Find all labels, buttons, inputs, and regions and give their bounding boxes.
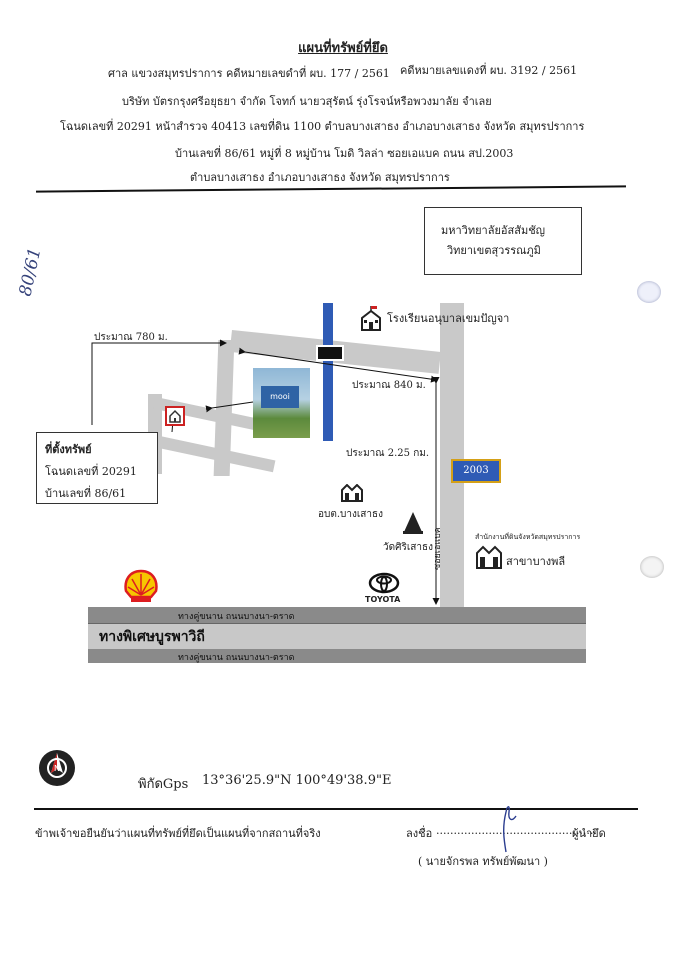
university-campus: วิทยาเขตสุวรรณภูมิ	[447, 244, 541, 257]
sao-building-icon	[341, 483, 363, 506]
university-box: มหาวิทยาลัยอัสสัมชัญ วิทยาเขตสุวรรณภูมิ	[424, 207, 582, 275]
school-icon	[360, 306, 382, 336]
certification-text: ข้าพเจ้าขอยืนยันว่าแผนที่ทรัพย์ที่ยึดเป็…	[35, 827, 321, 840]
signature-line: ........................................…	[436, 824, 597, 837]
property-info-box: ที่ตั้งทรัพย์ โฉนดเลขที่ 20291 บ้านเลขที…	[36, 432, 158, 504]
land-office-branch: สาขาบางพลี	[506, 555, 566, 568]
parties-line: บริษัท บัตรกรุงศรีอยุธยา จำกัด โจทก์ นาย…	[122, 95, 492, 108]
case-red-number: คดีหมายเลขแดงที่ ผบ. 3192 / 2561	[400, 64, 578, 77]
compass-icon: N	[38, 749, 76, 791]
svg-text:N: N	[54, 764, 60, 773]
gps-label: พิกัดGps	[138, 777, 189, 792]
property-deed: โฉนดเลขที่ 20291	[45, 465, 137, 478]
gps-coordinates: 13°36'25.9"N 100°49'38.9"E	[202, 773, 392, 788]
toyota-label: TOYOTA	[365, 595, 401, 604]
distance-840-label: ประมาณ 840 ม.	[352, 380, 426, 391]
school-label: โรงเรียนอนุบาลเขมปัญจา	[387, 312, 510, 325]
land-office-label: สำนักงานที่ดินจังหวัดสมุทรปราการ	[475, 533, 581, 541]
property-home-icon	[165, 406, 185, 426]
signer-name: ( นายจักรพล ทรัพย์พัฒนา )	[418, 855, 548, 868]
land-office-icon	[476, 545, 502, 573]
case-black-number: ศาล แขวงสมุทรปราการ คดีหมายเลขดำที่ ผบ. …	[108, 67, 390, 80]
expressway	[88, 623, 586, 650]
page-title: แผนที่ทรัพย์ที่ยึด	[298, 41, 388, 56]
punch-hole-top	[637, 281, 661, 303]
temple-label: วัดศิริเสาธง	[383, 542, 433, 553]
mooi-sign: mooi	[261, 386, 299, 408]
route-2003-badge: 2003	[451, 459, 501, 483]
service-road-bottom-label: ทางคู่ขนาน ถนนบางนา-ตราด	[178, 653, 295, 663]
temple-icon	[402, 512, 424, 538]
expressway-label: ทางพิเศษบูรพาวิถี	[99, 629, 205, 645]
signature-role: ผู้นำยึด	[572, 827, 606, 840]
shell-logo-icon	[123, 569, 159, 607]
university-name: มหาวิทยาลัยอัสสัมชัญ	[441, 224, 546, 237]
property-house: บ้านเลขที่ 86/61	[45, 487, 127, 500]
handwritten-signature	[503, 806, 517, 853]
toyota-logo-icon	[368, 572, 400, 598]
service-road-bottom	[88, 649, 586, 663]
address-line: บ้านเลขที่ 86/61 หมู่ที่ 8 หมู่บ้าน โมดิ…	[175, 147, 514, 160]
district-line: ตำบลบางเสาธง อำเภอบางเสาธง จังหวัด สมุทร…	[190, 171, 450, 184]
sao-label: อบต.บางเสาธง	[318, 509, 383, 520]
signature-label: ลงชื่อ	[406, 827, 433, 840]
property-title: ที่ตั้งทรัพย์	[45, 443, 92, 456]
service-road-top	[88, 607, 586, 623]
distance-2-25-label: ประมาณ 2.25 กม.	[346, 448, 430, 459]
punch-hole-bottom	[640, 556, 664, 578]
deed-line: โฉนดเลขที่ 20291 หน้าสำรวจ 40413 เลขที่ด…	[60, 120, 585, 133]
road-soi-abac	[440, 303, 464, 608]
distance-780-label: ประมาณ 780 ม.	[94, 332, 168, 343]
footer-divider	[34, 808, 638, 810]
service-road-top-label: ทางคู่ขนาน ถนนบางนา-ตราด	[178, 612, 295, 622]
